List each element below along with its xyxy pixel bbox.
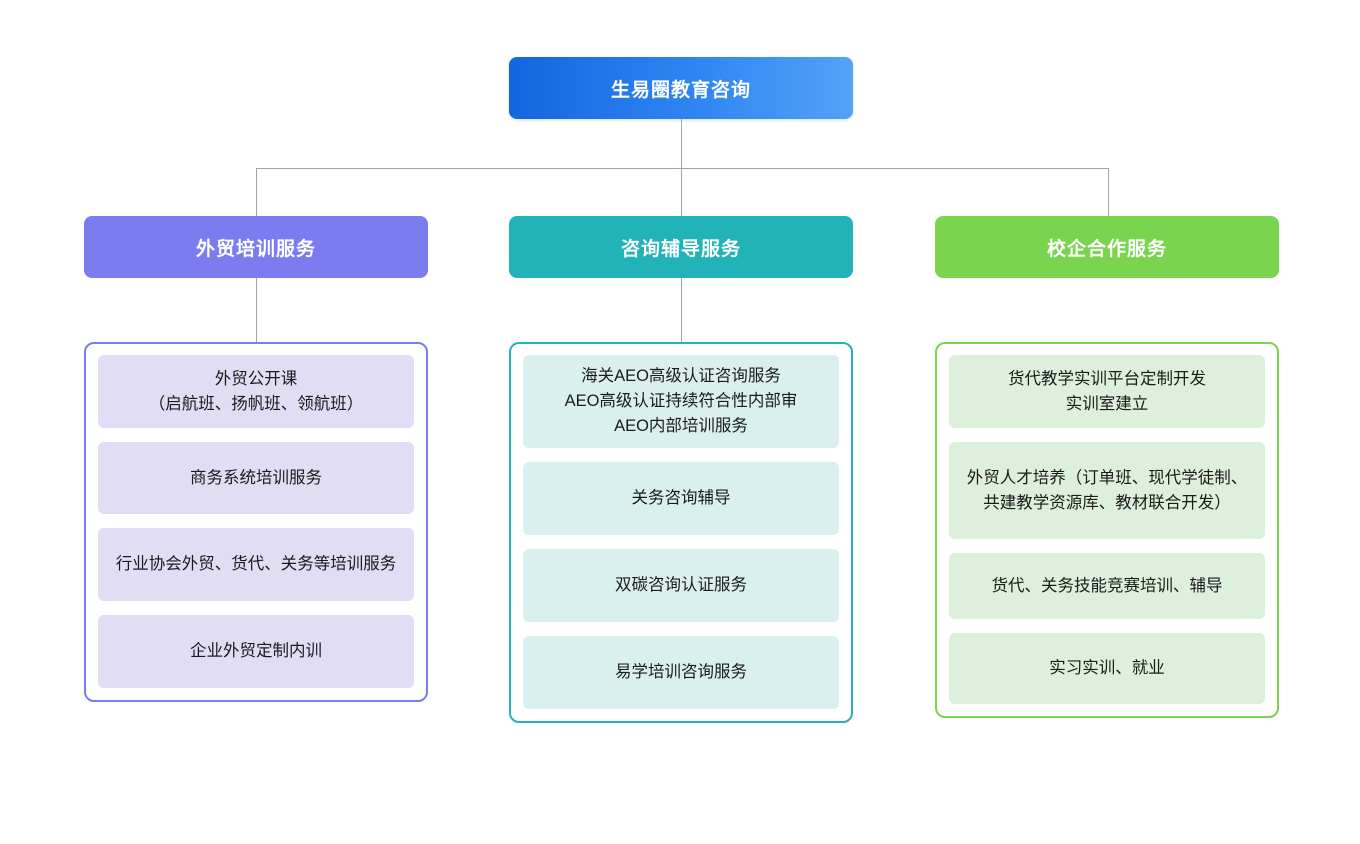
service-item[interactable]: 实习实训、就业: [949, 633, 1265, 704]
service-item[interactable]: 双碳咨询认证服务: [523, 549, 839, 622]
service-item[interactable]: 海关AEO高级认证咨询服务 AEO高级认证持续符合性内部审 AEO内部培训服务: [523, 355, 839, 448]
item-line: 企业外贸定制内训: [190, 642, 322, 660]
branch-body-waimao-peixun: 外贸公开课 （启航班、扬帆班、领航班） 商务系统培训服务 行业协会外贸、货代、关…: [84, 342, 428, 702]
branch-header-waimao-peixun[interactable]: 外贸培训服务: [84, 216, 428, 278]
service-item[interactable]: 外贸人才培养（订单班、现代学徒制、共建教学资源库、教材联合开发）: [949, 442, 1265, 539]
service-item[interactable]: 易学培训咨询服务: [523, 636, 839, 709]
item-line: 易学培训咨询服务: [615, 663, 747, 681]
item-line: AEO高级认证持续符合性内部审: [564, 392, 798, 410]
connector-header-to-body-2: [681, 278, 682, 342]
item-line: 实习实训、就业: [1049, 659, 1165, 677]
branch-header-xiaoqi-hezuo[interactable]: 校企合作服务: [935, 216, 1279, 278]
connector-horizontal-bus: [256, 168, 1109, 169]
item-line: 海关AEO高级认证咨询服务: [581, 367, 781, 385]
service-item[interactable]: 货代、关务技能竞赛培训、辅导: [949, 553, 1265, 619]
item-line: （启航班、扬帆班、领航班）: [148, 394, 364, 413]
connector-drop-branch-2: [681, 168, 682, 216]
branch-column-waimao-peixun: 外贸培训服务 外贸公开课 （启航班、扬帆班、领航班） 商务系统培训服务 行业协会…: [84, 216, 428, 702]
item-line: 货代、关务技能竞赛培训、辅导: [991, 576, 1223, 595]
service-item[interactable]: 关务咨询辅导: [523, 462, 839, 535]
connector-drop-branch-3: [1108, 168, 1109, 216]
connector-root-stem: [681, 119, 682, 168]
service-item[interactable]: 外贸公开课 （启航班、扬帆班、领航班）: [98, 355, 414, 428]
service-item[interactable]: 商务系统培训服务: [98, 442, 414, 514]
item-line: 外贸人才培养（订单班、现代学徒制、共建教学资源库、教材联合开发）: [966, 468, 1248, 512]
item-line: 双碳咨询认证服务: [615, 576, 747, 594]
service-item[interactable]: 货代教学实训平台定制开发 实训室建立: [949, 355, 1265, 428]
connector-header-to-body-1: [256, 278, 257, 342]
service-item[interactable]: 行业协会外贸、货代、关务等培训服务: [98, 528, 414, 601]
branch-header-zixun-fudao[interactable]: 咨询辅导服务: [509, 216, 853, 278]
item-line: AEO内部培训服务: [614, 417, 748, 435]
connector-drop-branch-1: [256, 168, 257, 216]
branch-column-xiaoqi-hezuo: 校企合作服务 货代教学实训平台定制开发 实训室建立 外贸人才培养（订单班、现代学…: [935, 216, 1279, 718]
item-line: 行业协会外贸、货代、关务等培训服务: [115, 555, 397, 573]
branch-column-zixun-fudao: 咨询辅导服务 海关AEO高级认证咨询服务 AEO高级认证持续符合性内部审 AEO…: [509, 216, 853, 723]
item-line: 外贸公开课: [214, 369, 298, 388]
service-item[interactable]: 企业外贸定制内训: [98, 615, 414, 688]
item-line: 关务咨询辅导: [631, 489, 731, 507]
item-line: 货代教学实训平台定制开发: [1008, 369, 1206, 388]
branch-body-zixun-fudao: 海关AEO高级认证咨询服务 AEO高级认证持续符合性内部审 AEO内部培训服务 …: [509, 342, 853, 723]
item-line: 商务系统培训服务: [190, 468, 322, 487]
branch-body-xiaoqi-hezuo: 货代教学实训平台定制开发 实训室建立 外贸人才培养（订单班、现代学徒制、共建教学…: [935, 342, 1279, 718]
item-line: 实训室建立: [1065, 394, 1149, 413]
root-node[interactable]: 生易圈教育咨询: [509, 57, 853, 119]
